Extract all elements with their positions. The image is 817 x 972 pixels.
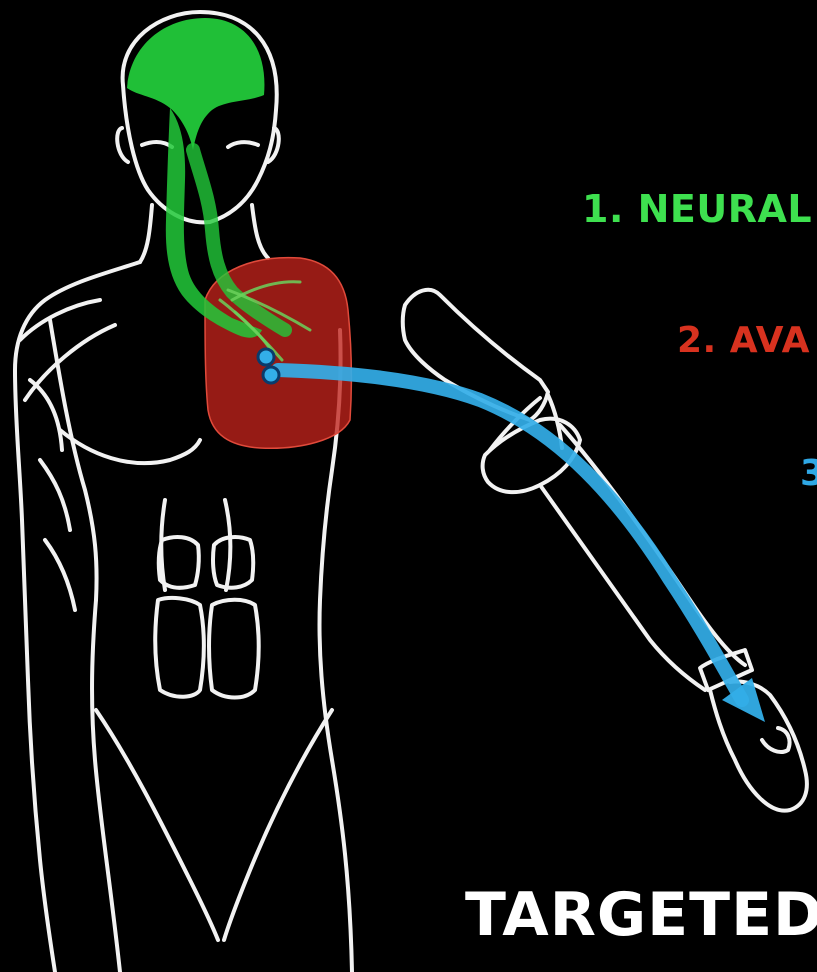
third-label: 3 [800, 453, 817, 494]
brain-region [127, 18, 264, 150]
neural-label: 1. NEURAL [582, 187, 812, 231]
page-title: TARGETED [465, 880, 817, 950]
avascular-label: 2. AVA [677, 320, 810, 361]
arm-outline [403, 290, 807, 811]
arm-flow-arrow [278, 370, 765, 722]
